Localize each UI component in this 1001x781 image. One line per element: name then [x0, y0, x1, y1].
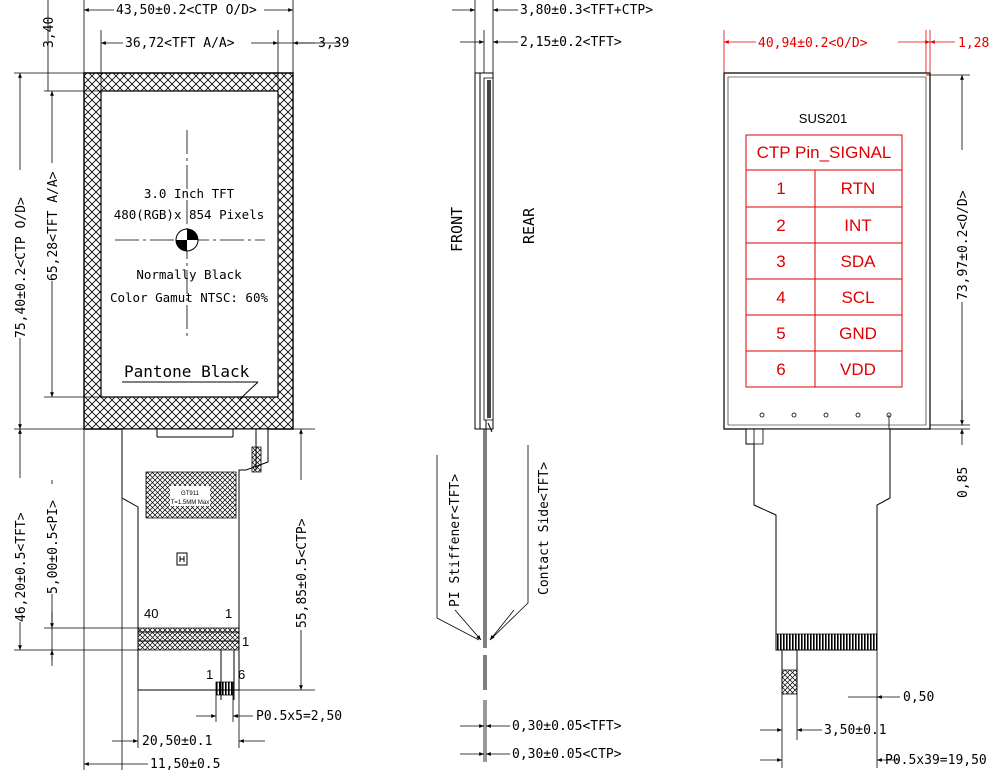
ic-label: GT911: [181, 491, 200, 497]
dim-aa-height: 65,28<TFT A/A>: [46, 171, 61, 281]
dim-finger-gap: 0,50: [903, 690, 934, 705]
pin-table-row-pin: 6: [776, 360, 785, 379]
pin-table-row-pin: 2: [776, 216, 785, 235]
dim-rear-offset: 1,28: [958, 36, 989, 51]
rear-connector-fingers: [776, 634, 877, 650]
tft-connector-fingers: [138, 628, 239, 650]
pin-table-row-pin: 1: [776, 179, 785, 198]
ctp-pin-6-label: 6: [238, 667, 245, 682]
dim-fpc-tail-width: 11,50±0.5: [150, 757, 220, 772]
dim-ctp-height: 75,40±0.2<CTP O/D>: [14, 197, 29, 338]
pi-stiffener-label: PI Stiffener<TFT>: [448, 474, 463, 607]
dim-tft-aa-width: 36,72<TFT A/A>: [125, 36, 235, 51]
pin-table-row-signal: GND: [839, 324, 877, 343]
rear-label: REAR: [520, 207, 538, 244]
front-label: FRONT: [448, 207, 466, 252]
pin-table-row-pin: 4: [776, 288, 785, 307]
contact-side-label: Contact Side<TFT>: [537, 462, 552, 595]
rear-view: SUS201 CTP Pin_SIGNAL 1 RTN 2 INT 3 SDA …: [724, 30, 989, 768]
pin-table-row-pin: 3: [776, 252, 785, 271]
pantone-label: Pantone Black: [124, 362, 250, 381]
display-resolution-text: 480(RGB)x 854 Pixels: [114, 207, 265, 222]
pin-40-label: 40: [144, 606, 158, 621]
dim-fpc-ctp-thickness: 0,30±0.05<CTP>: [512, 747, 622, 762]
dim-finger-width: 3,50±0.1: [824, 723, 887, 738]
dim-fpc-tft-length: 46,20±0.5<TFT>: [14, 512, 29, 622]
dim-right-margin: 3,39: [318, 36, 349, 51]
fpc-tail: [122, 429, 268, 690]
display-mode-text: Normally Black: [136, 267, 242, 282]
pin-table-row-signal: VDD: [840, 360, 876, 379]
ctp-connector-fingers: [216, 682, 233, 695]
rear-fpc-tail: [746, 429, 890, 650]
dim-fpc-width: 20,50±0.1: [142, 734, 212, 749]
pin-1-side-label: 1: [242, 634, 249, 649]
dim-tft-thickness: 2,15±0.2<TFT>: [520, 35, 622, 50]
dim-tft-pitch: P0.5x39=19,50: [885, 753, 987, 768]
ctp-pin-table: CTP Pin_SIGNAL 1 RTN 2 INT 3 SDA 4 SCL 5…: [746, 135, 902, 387]
pin-table-header: CTP Pin_SIGNAL: [757, 143, 892, 162]
pin-table-row-signal: RTN: [841, 179, 876, 198]
pin-table-row-signal: SDA: [841, 252, 877, 271]
dim-fpc-tft-thickness: 0,30±0.05<TFT>: [512, 719, 622, 734]
front-view: 3.0 Inch TFT 480(RGB)x 854 Pixels Normal…: [11, 0, 349, 772]
model-label: SUS201: [799, 111, 847, 126]
dim-pi-length: 5,00±0.5<PI>: [46, 500, 61, 594]
display-size-text: 3.0 Inch TFT: [144, 186, 235, 201]
ctp-pin-1-label: 1: [206, 667, 213, 682]
dim-ctp-width: 43,50±0.2<CTP O/D>: [116, 3, 257, 18]
pin-table-row-pin: 5: [776, 324, 785, 343]
dim-total-thickness: 3,80±0.3<TFT+CTP>: [520, 3, 653, 18]
dim-ctp-pitch: P0.5x5=2,50: [256, 709, 342, 724]
color-gamut-text: Color Gamut NTSC: 60%: [110, 290, 269, 305]
dim-fpc-ctp-length: 55,85±0.5<CTP>: [295, 518, 310, 628]
pin-table-row-signal: SCL: [841, 288, 874, 307]
dim-rear-bottom: 0,85: [956, 467, 971, 498]
dim-rear-width: 40,94±0.2<O/D>: [758, 36, 868, 51]
side-view: 3,80±0.3<TFT+CTP> 2,15±0.2<TFT> FRONT RE…: [437, 0, 653, 762]
pin-table-row-signal: INT: [844, 216, 871, 235]
pin-1-label: 1: [225, 606, 232, 621]
dim-rear-height: 73,97±0.2<O/D>: [956, 190, 971, 300]
dim-top-margin: 3,40: [42, 17, 57, 48]
ic-thickness-label: T=1.5MM Max: [171, 500, 210, 506]
fpc-logo-icon: [177, 553, 187, 565]
